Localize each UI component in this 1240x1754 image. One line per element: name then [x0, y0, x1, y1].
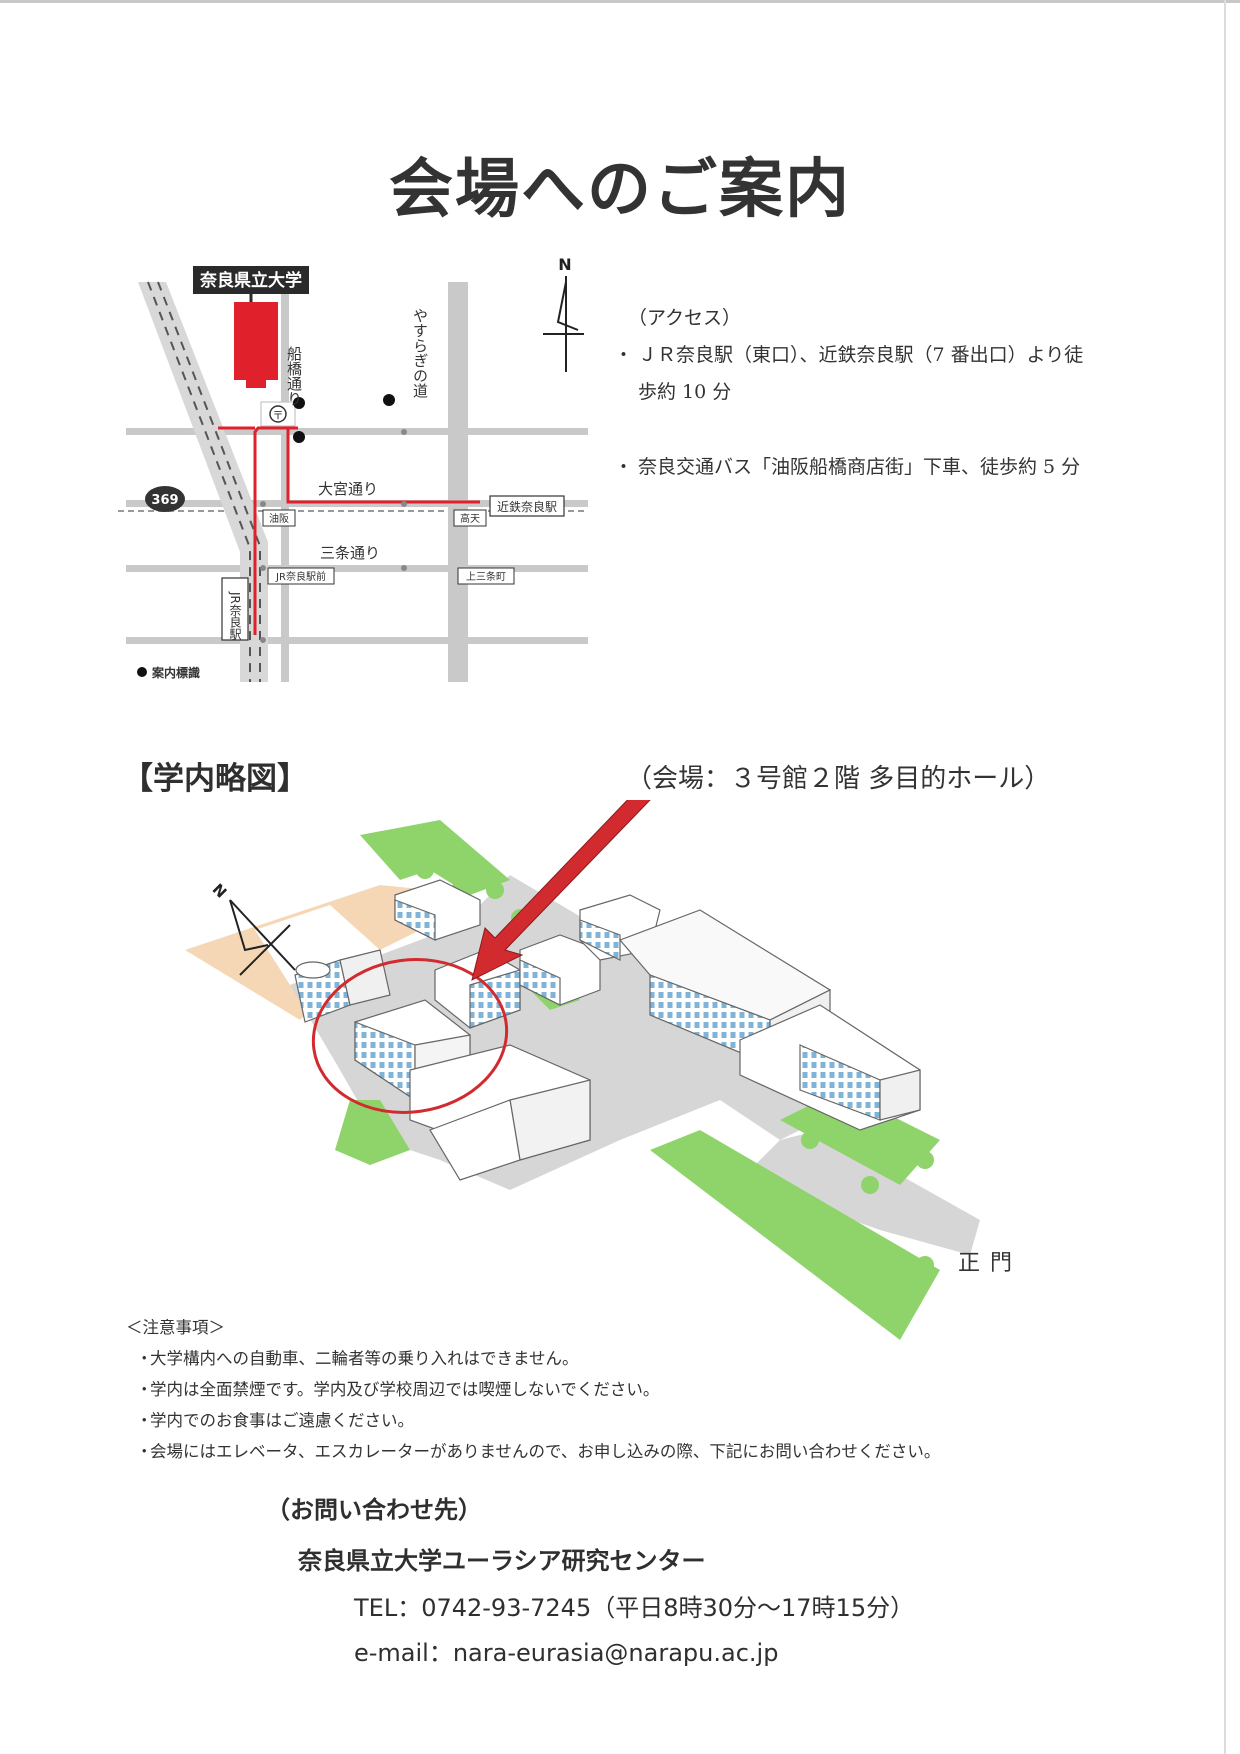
street-funahashi: 船橋通り — [285, 346, 303, 406]
notes-header: ＜注意事項＞ — [126, 1318, 225, 1337]
signal — [401, 565, 407, 571]
road-south — [126, 637, 588, 644]
legend-text: 案内標識 — [151, 665, 200, 680]
signal — [401, 501, 407, 507]
route-shield — [145, 486, 185, 512]
jr-station-label: JR奈良駅 — [228, 591, 242, 640]
jr-rail-bed — [138, 282, 268, 682]
page-edge — [0, 0, 1240, 3]
abura-box — [262, 509, 296, 527]
note-item: 大学構内への自動車、二輪者等の乗り入れはできません。 — [126, 1343, 1126, 1374]
route-number: 369 — [151, 493, 178, 508]
stop-kotenn: 高天 — [460, 512, 480, 525]
sand-path — [255, 905, 380, 985]
access-header: （アクセス） — [628, 307, 742, 329]
north-arrow: N — [543, 255, 584, 372]
university-entrance — [246, 380, 266, 388]
walk-route-jr — [253, 426, 298, 635]
sign-dot — [293, 431, 305, 443]
walk-route-kintetsu — [286, 428, 480, 504]
stop-abura: 油阪 — [269, 512, 289, 525]
kintetsu-station-label: 近鉄奈良駅 — [497, 499, 557, 514]
buildings — [294, 879, 921, 1181]
campus-north-arrow — [229, 899, 296, 976]
notes: ＜注意事項＞ 大学構内への自動車、二輪者等の乗り入れはできません。 学内は全面禁… — [126, 1312, 1126, 1467]
access-info: （アクセス） ＪＲ奈良駅（東口）、近鉄奈良駅（7 番出口）より徒歩約 10 分 … — [614, 300, 1090, 486]
green-east — [780, 1090, 940, 1185]
kotenn-box — [453, 509, 487, 527]
legend-dot — [137, 667, 147, 677]
trees — [351, 829, 934, 1289]
street-omiya: 大宮通り — [318, 480, 378, 498]
jr-mae-box — [267, 567, 335, 585]
contact-org: 奈良県立大学ユーラシア研究センター — [298, 1547, 706, 1575]
university-building — [234, 302, 278, 380]
signal — [260, 565, 266, 571]
stop-jr-mae: JR奈良駅前 — [275, 570, 326, 583]
sign-dot — [293, 397, 305, 409]
signal — [260, 637, 266, 643]
main-gate-label: 正門 — [958, 1251, 1023, 1276]
campus-map: N — [185, 800, 980, 1340]
venue-highlight-circle — [311, 958, 509, 1114]
street-sanjo: 三条通り — [320, 544, 380, 562]
university-label: 奈良県立大学 — [199, 270, 302, 291]
road-yasuragi — [448, 282, 468, 682]
post-office-icon — [269, 405, 287, 423]
access-item: 奈良交通バス「油阪船橋商店街」下車、徒歩約 5 分 — [614, 449, 1090, 486]
street-yasuragi: やすらぎの道 — [411, 308, 429, 398]
jr-box — [221, 577, 249, 641]
kintetsu-box — [489, 495, 565, 517]
road-sanjo — [126, 565, 588, 572]
kamisanjo-box — [457, 567, 515, 585]
contact-email[interactable]: e-mail：nara-eurasia@narapu.ac.jp — [354, 1639, 779, 1667]
note-item: 会場にはエレベータ、エスカレーターがありませんので、お申し込みの際、下記にお問い… — [126, 1436, 1126, 1467]
university-label-box — [193, 266, 309, 294]
road-funahashi — [281, 282, 289, 682]
post-office-glyph: 〒 — [273, 409, 284, 422]
access-item: ＪＲ奈良駅（東口）、近鉄奈良駅（7 番出口）より徒歩約 10 分 — [614, 337, 1090, 411]
north-label: N — [558, 255, 571, 274]
green-north — [360, 820, 510, 895]
contact-tel[interactable]: TEL：0742-93-7245（平日8時30分～17時15分） — [354, 1594, 915, 1622]
campus-section-title: 【学内略図】 — [122, 761, 308, 797]
venue-note: （会場：３号館２階 多目的ホール） — [626, 764, 1051, 794]
venue-arrow — [471, 800, 651, 981]
sign-dot — [383, 394, 395, 406]
contact-block: （お問い合わせ先） 奈良県立大学ユーラシア研究センター TEL：0742-93-… — [266, 1490, 914, 1668]
page-edge-right — [1224, 0, 1226, 1754]
contact-header: （お問い合わせ先） — [266, 1496, 482, 1524]
note-item: 学内でのお食事はご遠慮ください。 — [126, 1405, 1126, 1436]
road-north — [126, 428, 588, 435]
campus-north-label: N — [209, 880, 231, 902]
north-head — [556, 281, 579, 331]
page-title: 会場へのご案内 — [389, 153, 851, 227]
signal — [260, 501, 266, 507]
stop-kamisanjo: 上三条町 — [466, 570, 506, 583]
access-map: 奈良県立大学 〒 船橋通り やすらぎの道 大宮通り 三条通り 369 近鉄奈良駅… — [118, 266, 588, 682]
gate-road — [740, 1130, 980, 1255]
jr-rail-2 — [157, 281, 261, 682]
signal — [401, 429, 407, 435]
note-item: 学内は全面禁煙です。学内及び学校周辺では喫煙しないでください。 — [126, 1374, 1126, 1405]
jr-rail — [147, 281, 251, 682]
